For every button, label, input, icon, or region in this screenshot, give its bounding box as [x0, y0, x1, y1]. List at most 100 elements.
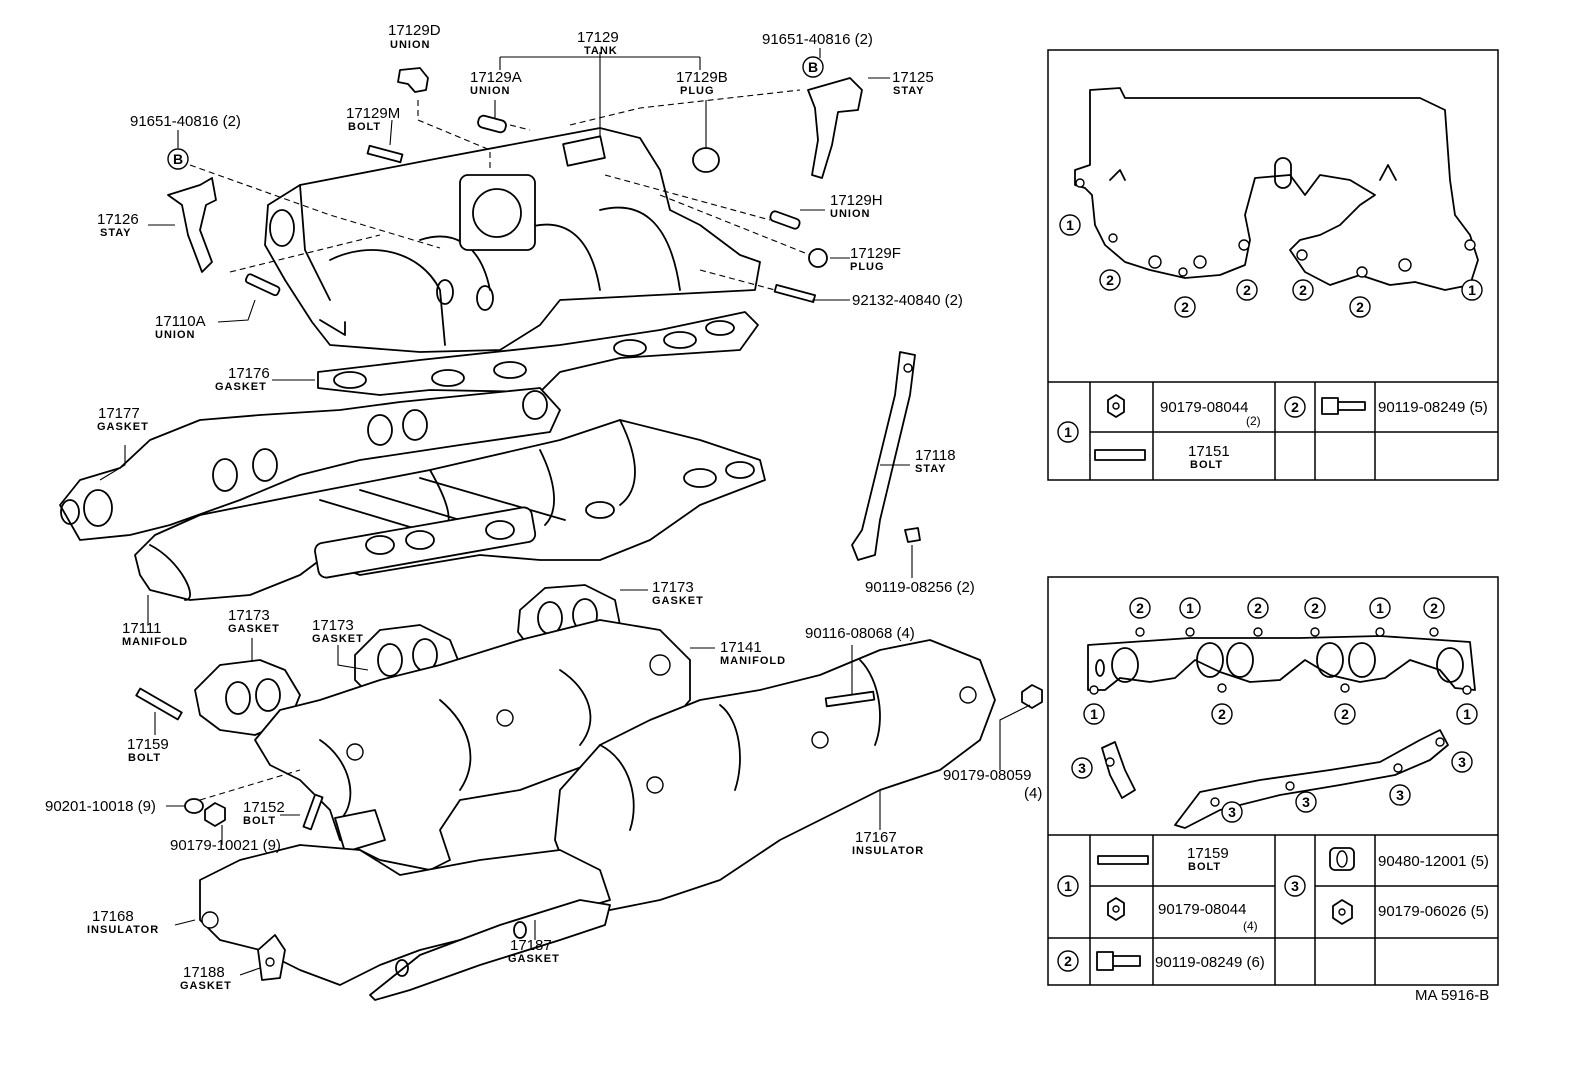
label-17173c-name: GASKET — [652, 595, 704, 607]
gasket-17176-drawing — [317, 311, 759, 396]
label-90179-08059-qty: (4) — [1024, 785, 1042, 802]
label-17126-num: 17126 — [97, 211, 139, 228]
svg-text:2: 2 — [1106, 272, 1114, 288]
label-17173c-num: 17173 — [652, 579, 694, 596]
label-17188-name: GASKET — [180, 980, 232, 992]
label-17168-name: INSULATOR — [87, 924, 159, 936]
label-17167-name: INSULATOR — [852, 845, 924, 857]
label-17129D-num: 17129D — [388, 22, 441, 39]
svg-text:3: 3 — [1291, 878, 1299, 894]
svg-text:90179-08044: 90179-08044 — [1160, 399, 1248, 416]
svg-text:90179-06026 (5): 90179-06026 (5) — [1378, 903, 1489, 920]
label-17129A-name: UNION — [470, 85, 510, 97]
svg-text:90480-12001 (5): 90480-12001 (5) — [1378, 853, 1489, 870]
label-17110A-name: UNION — [155, 329, 195, 341]
label-17173a-name: GASKET — [228, 623, 280, 635]
svg-text:B: B — [808, 59, 818, 75]
svg-text:1: 1 — [1468, 282, 1476, 298]
leader-lines — [99, 48, 1031, 976]
gasket-17177-drawing — [59, 387, 561, 541]
svg-text:2: 2 — [1064, 953, 1072, 969]
svg-text:1: 1 — [1064, 424, 1072, 440]
label-17129F-name: PLUG — [850, 261, 885, 273]
label-17129M-name: BOLT — [348, 121, 381, 133]
svg-text:1: 1 — [1186, 600, 1194, 616]
part-labels: 17129D UNION 17129 TANK 17129A UNION 171… — [45, 22, 1042, 992]
svg-text:3: 3 — [1302, 794, 1310, 810]
label-17129H-name: UNION — [830, 208, 870, 220]
label-17129F-num: 17129F — [850, 245, 901, 262]
svg-text:2: 2 — [1243, 282, 1251, 298]
label-90116: 90116-08068 (4) — [805, 625, 915, 642]
label-17159-num: 17159 — [127, 736, 169, 753]
svg-text:2: 2 — [1299, 282, 1307, 298]
badge-b-top: B — [802, 56, 824, 78]
label-17141-name: MANIFOLD — [720, 655, 786, 667]
svg-text:17159: 17159 — [1187, 845, 1229, 862]
svg-text:BOLT: BOLT — [1190, 459, 1223, 471]
label-17129-name: TANK — [584, 45, 618, 57]
svg-text:3: 3 — [1396, 787, 1404, 803]
label-90179-08059-num: 90179-08059 — [943, 767, 1031, 784]
svg-text:1: 1 — [1376, 600, 1384, 616]
inset-top: 1 2 2 2 2 2 1 1 2 90179-08044 (2) 90119-… — [1047, 49, 1499, 481]
label-90119-08256: 90119-08256 (2) — [865, 579, 975, 596]
svg-text:(4): (4) — [1243, 919, 1258, 933]
label-17129B-num: 17129B — [676, 69, 728, 86]
label-17129-num: 17129 — [577, 29, 619, 46]
svg-text:BOLT: BOLT — [1188, 861, 1221, 873]
inset-bottom-top-markers: 2 1 2 2 1 2 — [1129, 597, 1445, 619]
label-17129B-name: PLUG — [680, 85, 715, 97]
svg-text:2: 2 — [1341, 706, 1349, 722]
label-17173b-name: GASKET — [312, 633, 364, 645]
label-17173a-num: 17173 — [228, 607, 270, 624]
svg-text:2: 2 — [1254, 600, 1262, 616]
label-17111-name: MANIFOLD — [122, 636, 188, 648]
label-17126-name: STAY — [100, 227, 132, 239]
label-17125-num: 17125 — [892, 69, 934, 86]
svg-text:2: 2 — [1356, 299, 1364, 315]
label-17173b-num: 17173 — [312, 617, 354, 634]
label-17118-num: 17118 — [915, 447, 956, 464]
label-17168-num: 17168 — [92, 908, 134, 925]
svg-text:2: 2 — [1291, 399, 1299, 415]
svg-text:2: 2 — [1136, 600, 1144, 616]
label-17110A-num: 17110A — [155, 313, 206, 330]
inset-bottom-g3-markers: 3 3 3 3 3 — [1071, 751, 1473, 823]
label-17129D-name: UNION — [390, 39, 430, 51]
label-17187-name: GASKET — [508, 953, 560, 965]
intake-chamber-drawing — [264, 127, 761, 353]
assembly-lines — [189, 89, 811, 801]
label-92132: 92132-40840 (2) — [852, 292, 963, 309]
figure-code: MA 5916-B — [1415, 987, 1489, 1004]
svg-text:1: 1 — [1463, 706, 1471, 722]
label-17159-name: BOLT — [128, 752, 161, 764]
inset-top-markers: 1 2 2 2 2 2 1 — [1059, 214, 1483, 318]
svg-text:B: B — [173, 151, 183, 167]
svg-text:90179-08044: 90179-08044 — [1158, 901, 1246, 918]
label-17111-num: 17111 — [122, 620, 162, 637]
label-17129M-num: 17129M — [346, 105, 400, 122]
insulator-17167-drawing — [554, 639, 996, 911]
label-17176-num: 17176 — [228, 365, 270, 382]
svg-text:2: 2 — [1218, 706, 1226, 722]
inset-bottom-bottom-markers: 1 2 2 1 — [1083, 703, 1478, 725]
label-91651-top: 91651-40816 (2) — [762, 31, 873, 48]
svg-text:90119-08249 (5): 90119-08249 (5) — [1378, 399, 1488, 416]
label-17176-name: GASKET — [215, 381, 267, 393]
inset-bottom: 2 1 2 2 1 2 1 2 2 1 3 3 3 3 3 — [1047, 576, 1499, 986]
intake-manifold-17111-drawing — [134, 419, 766, 601]
label-17118-name: STAY — [915, 463, 947, 475]
svg-text:(2): (2) — [1246, 414, 1261, 428]
label-17188-num: 17188 — [183, 964, 225, 981]
bolt-icon — [1321, 397, 1366, 415]
label-17177-name: GASKET — [97, 421, 149, 433]
svg-text:3: 3 — [1458, 754, 1466, 770]
label-17187-num: 17187 — [510, 937, 552, 954]
label-91651-left: 91651-40816 (2) — [130, 113, 241, 130]
label-90201: 90201-10018 (9) — [45, 798, 156, 815]
label-17125-name: STAY — [893, 85, 925, 97]
label-17152-num: 17152 — [243, 799, 285, 816]
stud-icon — [1094, 449, 1146, 461]
